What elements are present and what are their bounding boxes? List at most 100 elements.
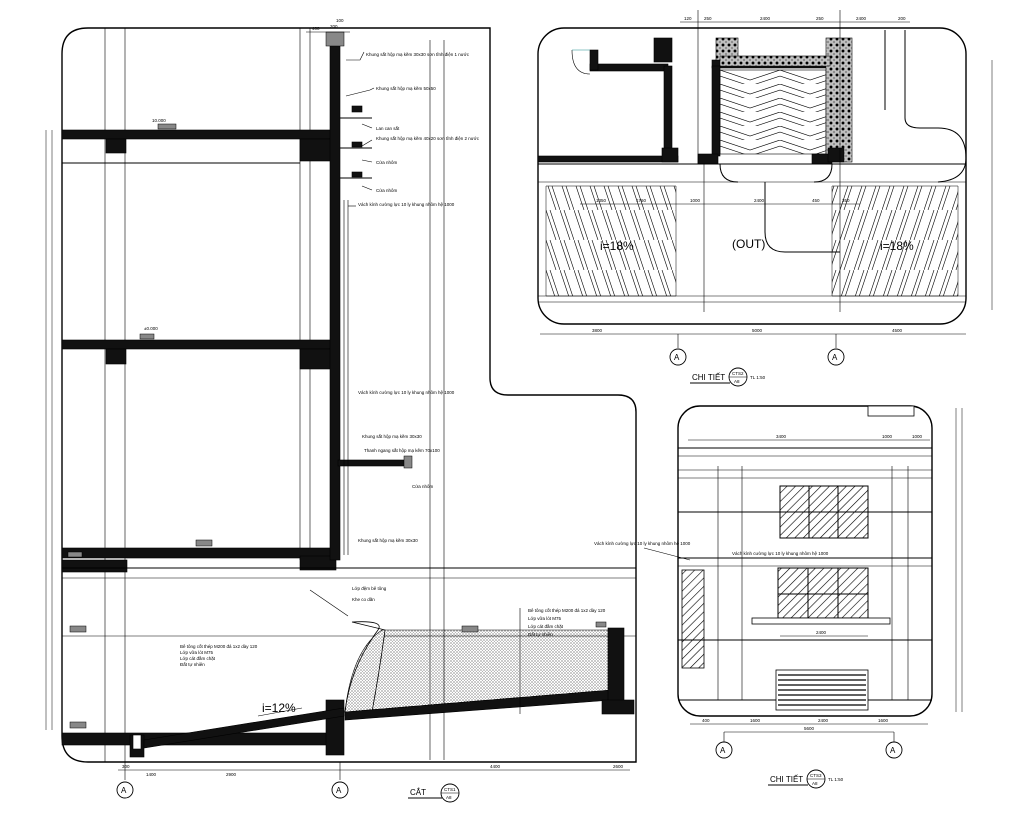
svg-text:Khung sắt hộp mạ kẽm 30x30: Khung sắt hộp mạ kẽm 30x30 [362,433,422,439]
svg-text:Cửa nhôm: Cửa nhôm [376,187,398,193]
svg-text:120: 120 [684,16,692,21]
svg-text:CTS1: CTS1 [444,787,456,792]
svg-text:4500: 4500 [892,328,903,333]
svg-text:100: 100 [336,18,344,23]
svg-text:10.000: 10.000 [152,118,166,123]
svg-text:Thanh ngang sắt hộp mạ kẽm 70x: Thanh ngang sắt hộp mạ kẽm 70x100 [364,447,440,453]
plan-dims-bottom: 3800 5000 4500 [540,328,966,335]
svg-text:1600: 1600 [878,718,889,723]
elevation-title-block: CHI TIẾT CTS3 A8 TL 1:50 [768,769,844,789]
svg-text:Vách kính cường lực 10 ly khun: Vách kính cường lực 10 ly khung nhôm hệ … [594,541,691,546]
plan-axis-right: A [827,334,845,366]
svg-text:CHI TIẾT: CHI TIẾT [770,774,803,784]
svg-text:Bê tông cốt thép M200 đá 1x2 d: Bê tông cốt thép M200 đá 1x2 dày 120 [528,608,606,613]
section-dims-bottom: 300 1400 2900 4400 2600 [118,764,630,777]
section-slope-label: i=12% [262,701,296,715]
svg-text:Vách kính cường lực 10 ly khun: Vách kính cường lực 10 ly khung nhôm hệ … [358,202,455,207]
svg-text:3400: 3400 [776,434,787,439]
svg-text:5600: 5600 [804,726,815,731]
plan-axis-left: A [669,334,687,366]
svg-text:±0.000: ±0.000 [144,326,158,331]
elevation-dims-bottom: 400 1600 2400 1600 5600 [690,718,928,733]
svg-text:A: A [674,353,680,362]
plan-view: i=18% i=18% (OUT) 120 250 2400 250 2400 … [537,10,993,387]
svg-text:TL 1:50: TL 1:50 [750,375,766,380]
section-view: 10.000 ±0.000 Khung sắt hộp mạ kẽm 30x30… [45,18,637,803]
svg-text:400: 400 [312,26,320,31]
svg-text:A: A [720,746,726,755]
svg-text:250: 250 [704,16,712,21]
svg-text:350: 350 [842,198,850,203]
svg-text:A: A [890,746,896,755]
svg-text:Lớp cát đầm chặt: Lớp cát đầm chặt [528,624,564,629]
svg-text:Khe co dãn: Khe co dãn [352,597,375,602]
svg-text:1350: 1350 [596,198,607,203]
svg-text:Khung sắt hộp mạ kẽm 30x30: Khung sắt hộp mạ kẽm 30x30 [358,537,418,543]
svg-text:200: 200 [898,16,906,21]
elevation-dims-top: 3400 1000 1000 [688,434,930,441]
svg-text:Cửa nhôm: Cửa nhôm [376,159,398,165]
section-callouts: Khung sắt hộp mạ kẽm 30x30 sơn tĩnh điện… [180,51,606,667]
svg-text:450: 450 [812,198,820,203]
svg-text:A: A [832,353,838,362]
elevation-axis-right: A [885,732,903,759]
plan-title-block: CHI TIẾT CTS2 A8 TL 1:50 [690,367,766,387]
svg-text:CTS3: CTS3 [810,773,822,778]
elevation-vent [775,669,869,711]
svg-text:A8: A8 [734,379,740,384]
svg-text:Lan can sắt: Lan can sắt [376,125,400,131]
svg-text:CTS2: CTS2 [732,371,744,376]
svg-text:3800: 3800 [592,328,603,333]
svg-text:Vách kính cường lực 10 ly khun: Vách kính cường lực 10 ly khung nhôm hệ … [358,390,455,395]
plan-slope-right: i=18% [880,239,914,253]
svg-text:Đất tự nhiên: Đất tự nhiên [180,662,205,667]
svg-text:Cửa nhôm: Cửa nhôm [412,483,434,489]
svg-text:200: 200 [330,24,338,29]
elevation-dims-window: 2400 [780,630,868,637]
svg-text:1400: 1400 [146,772,157,777]
plan-dims-mid: 1350 1760 1000 2400 450 350 [580,198,860,205]
svg-text:2600: 2600 [613,764,624,769]
svg-text:A: A [336,786,342,795]
svg-text:250: 250 [816,16,824,21]
svg-text:300: 300 [122,764,130,769]
svg-text:Khung sắt hộp mạ kẽm 40x20 sơn: Khung sắt hộp mạ kẽm 40x20 sơn tĩnh điện… [376,135,480,141]
svg-text:CHI TIẾT: CHI TIẾT [692,372,725,382]
level-marker-floor: ±0.000 [139,326,158,340]
section-axis-left: A [116,762,134,799]
section-axis-right: A [331,762,349,799]
svg-text:A: A [121,786,127,795]
svg-text:1000: 1000 [912,434,923,439]
svg-text:1000: 1000 [882,434,893,439]
svg-text:2400: 2400 [816,630,827,635]
svg-text:TL 1:50: TL 1:50 [828,777,844,782]
svg-text:1600: 1600 [750,718,761,723]
svg-text:2400: 2400 [754,198,765,203]
svg-text:Lớp vữa lót M75: Lớp vữa lót M75 [180,650,213,655]
svg-text:Đất tự nhiên: Đất tự nhiên [528,632,553,637]
svg-text:Lớp đệm bê tông: Lớp đệm bê tông [352,586,387,591]
svg-text:A8: A8 [446,795,452,800]
plan-dims-top: 120 250 2400 250 2400 200 [680,16,910,23]
svg-text:400: 400 [702,718,710,723]
elevation-window-upper [779,485,869,539]
svg-text:Lớp cát đầm chặt: Lớp cát đầm chặt [180,656,216,661]
level-marker-roof: 10.000 [152,118,177,130]
plan-out-label: (OUT) [732,237,765,251]
plan-slope-left: i=18% [600,239,634,253]
svg-text:Bê tông cốt thép M200 đá 1x2 d: Bê tông cốt thép M200 đá 1x2 dày 120 [180,644,258,649]
elevation-window-lower [777,567,869,619]
section-dims-top: 400 200 100 [306,18,350,33]
svg-text:Khung sắt hộp mạ kẽm 30x30 sơn: Khung sắt hộp mạ kẽm 30x30 sơn tĩnh điện… [366,51,470,57]
svg-text:CẮT: CẮT [410,788,426,797]
svg-text:1760: 1760 [636,198,647,203]
svg-text:2400: 2400 [760,16,771,21]
svg-text:5000: 5000 [752,328,763,333]
svg-text:Lớp vữa lót M75: Lớp vữa lót M75 [528,616,561,621]
svg-text:Vách kính cường lực 10 ly khun: Vách kính cường lực 10 ly khung nhôm hệ … [732,551,829,556]
svg-text:2900: 2900 [226,772,237,777]
elevation-view: Vách kính cường lực 10 ly khung nhôm hệ … [594,405,963,789]
svg-text:2400: 2400 [856,16,867,21]
svg-text:Khung sắt hộp mạ kẽm 50x50: Khung sắt hộp mạ kẽm 50x50 [376,85,436,91]
